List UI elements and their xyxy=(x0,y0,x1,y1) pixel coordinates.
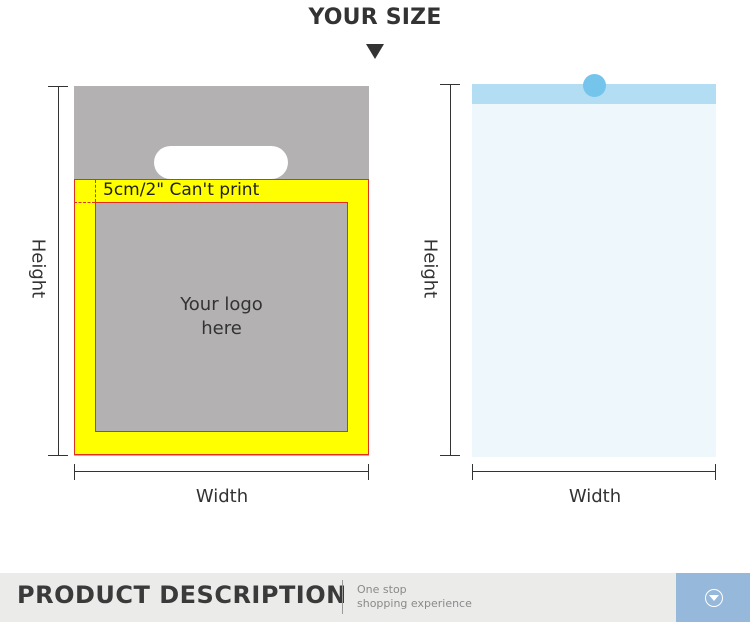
margin-note: 5cm/2" Can't print xyxy=(103,180,260,200)
product-description-title: PRODUCT DESCRIPTION xyxy=(17,581,347,609)
right-height-label: Height xyxy=(419,238,441,299)
left-width-left-tick xyxy=(74,464,75,480)
right-width-right-tick xyxy=(715,464,716,480)
logo-text-line2: here xyxy=(201,318,242,339)
right-width-line xyxy=(472,471,716,472)
right-width-left-tick xyxy=(472,464,473,480)
bar-divider xyxy=(342,580,343,614)
hang-hole-icon xyxy=(583,74,606,97)
bag-handle-cutout xyxy=(154,146,288,179)
down-arrow-icon xyxy=(366,44,384,59)
left-width-right-tick xyxy=(368,464,369,480)
right-height-line xyxy=(450,84,451,456)
product-description-bar xyxy=(0,573,750,622)
chevron-down-circle-icon[interactable] xyxy=(705,589,723,607)
left-width-line xyxy=(74,471,369,472)
chevron-down-icon xyxy=(709,595,719,601)
left-height-line xyxy=(58,86,59,456)
logo-placeholder-text: Your logo here xyxy=(96,293,347,341)
bar-subtitle-line2: shopping experience xyxy=(357,597,472,610)
printable-area xyxy=(95,202,348,432)
logo-text-line1: Your logo xyxy=(180,294,263,315)
right-bag-body xyxy=(472,84,716,457)
left-width-label: Width xyxy=(195,486,249,507)
right-height-bottom-tick xyxy=(440,455,460,456)
margin-guide-horizontal xyxy=(74,202,95,203)
bar-subtitle: One stop shopping experience xyxy=(357,583,472,611)
left-height-bottom-tick xyxy=(48,455,68,456)
bar-subtitle-line1: One stop xyxy=(357,583,407,596)
section-title: YOUR SIZE xyxy=(308,5,442,30)
right-width-label: Width xyxy=(568,486,622,507)
margin-guide-vertical xyxy=(95,180,96,202)
left-height-label: Height xyxy=(27,238,49,299)
